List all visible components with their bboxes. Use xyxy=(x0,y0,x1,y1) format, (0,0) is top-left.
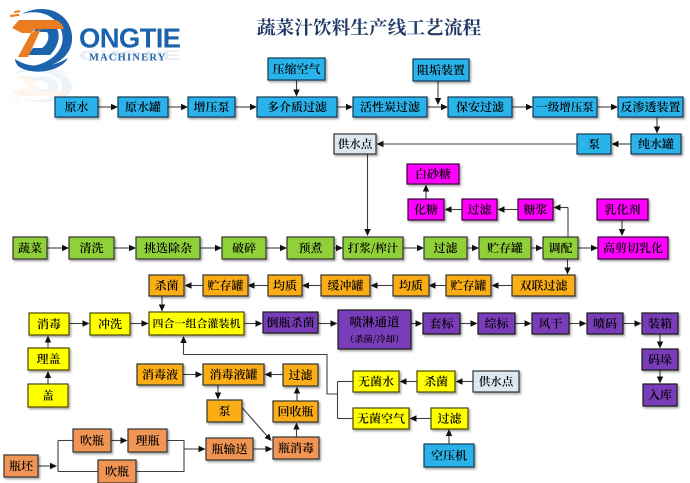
svg-text:ONGTIE: ONGTIE xyxy=(79,23,181,54)
svg-text:MACHINERY: MACHINERY xyxy=(89,53,167,64)
svg-text:ONGTIE: ONGTIE xyxy=(79,47,181,63)
